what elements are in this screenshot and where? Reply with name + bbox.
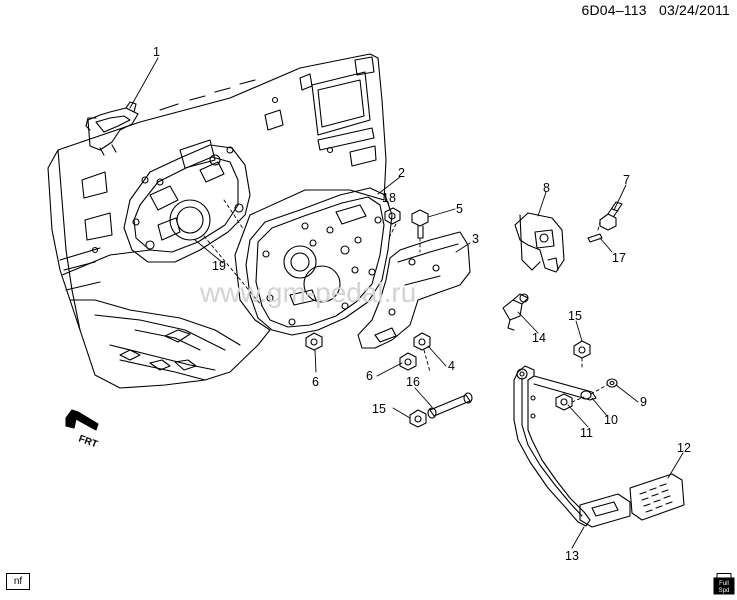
callout-2: 2 [398, 166, 405, 180]
callout-11: 11 [580, 426, 593, 440]
callout-16: 16 [406, 375, 420, 389]
part-15-nut-b [573, 340, 591, 359]
callout-10: 10 [604, 413, 618, 427]
part-18-nut [384, 207, 401, 225]
part-17-pin [587, 233, 603, 243]
part-8-bracket [514, 212, 565, 273]
front-direction-arrow-icon [65, 409, 99, 431]
part-5-bolt [411, 209, 429, 239]
part-14-switch [502, 293, 529, 331]
diagram-date: 03/24/2011 [658, 2, 730, 18]
logo-text-line2: Spd [719, 588, 730, 594]
part-9-washer [606, 378, 618, 388]
callout-1: 1 [153, 45, 160, 59]
part-11-nut [555, 393, 573, 411]
part-15-nut-a [409, 409, 427, 428]
part-13-pedal-arm [513, 365, 631, 528]
part-16-shaft [427, 392, 473, 419]
part-2-plate [245, 187, 393, 336]
part-4-nut [413, 332, 431, 351]
callout-15b: 15 [372, 402, 386, 416]
part-12-pedal-pad [629, 473, 685, 521]
part-7-bolt [599, 201, 623, 231]
callout-18: 18 [382, 191, 396, 205]
diagram-id: 6D04–113 [581, 2, 647, 18]
fullsize-logo-icon: Full Spd [713, 573, 735, 595]
callout-6a: 6 [312, 375, 319, 389]
callout-9: 9 [640, 395, 647, 409]
callout-14: 14 [532, 331, 546, 345]
callout-5: 5 [456, 202, 463, 216]
nf-label-box: nf [6, 573, 30, 590]
watermark-text: www.gm-pedal.ru [199, 277, 416, 308]
diagram-header: 6D04–113 03/24/2011 [582, 2, 731, 18]
frt-label: FRT [77, 433, 99, 450]
leader-lines [129, 57, 684, 549]
callout-6b: 6 [366, 369, 373, 383]
callout-17: 17 [612, 251, 626, 265]
part-3-bracket [357, 231, 471, 349]
part-19-plate [123, 144, 251, 263]
callout-19: 19 [212, 259, 226, 273]
callout-4: 4 [448, 359, 455, 373]
logo-text-line1: Full [719, 581, 729, 587]
callout-15a: 15 [568, 309, 582, 323]
part-1-clip [85, 101, 139, 156]
callout-8: 8 [543, 181, 550, 195]
callout-12: 12 [677, 441, 691, 455]
nf-label: nf [13, 576, 23, 587]
callout-13: 13 [565, 549, 579, 563]
part-6-nut-a [305, 332, 323, 351]
callout-numbers: 1 2 3 4 5 6 6 7 8 9 10 11 12 13 14 15 15… [153, 45, 691, 563]
callout-3: 3 [472, 232, 479, 246]
dash-panel [47, 53, 387, 389]
callout-7: 7 [623, 173, 630, 187]
part-6-nut-b [399, 352, 417, 371]
